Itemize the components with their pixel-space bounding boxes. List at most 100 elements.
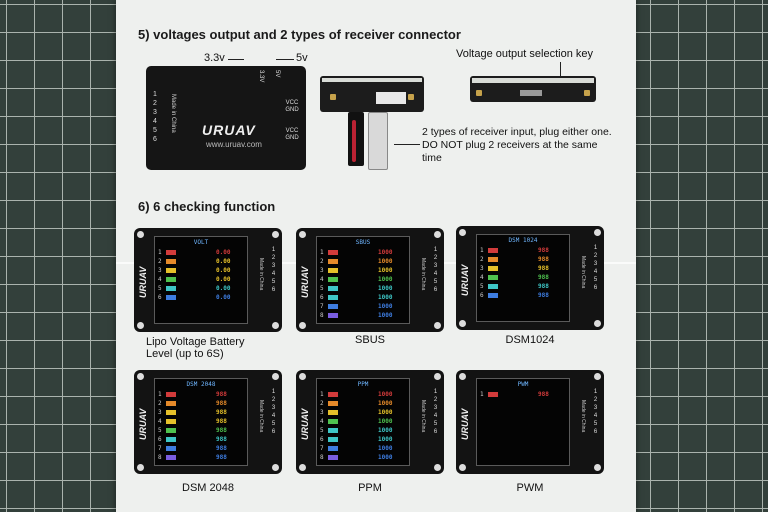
channel-number: 1 [158, 391, 162, 398]
channel-value: 988 [538, 283, 549, 290]
channel-bar [166, 401, 176, 406]
channel-number: 1 [320, 391, 324, 398]
channel-bar [488, 266, 498, 271]
mount-hole [459, 320, 466, 327]
channel-bar [328, 410, 338, 415]
channel-bar [328, 304, 338, 309]
channel-value: 1000 [378, 267, 393, 274]
screen-mode-title: SBUS [355, 239, 371, 246]
mount-hole [137, 322, 144, 329]
channel-value: 988 [538, 391, 549, 398]
mount-hole [434, 464, 441, 471]
mount-hole [434, 231, 441, 238]
channel-bar [328, 295, 338, 300]
channel-number: 2 [158, 400, 162, 407]
channel-number: 2 [158, 258, 162, 265]
channel-number: 2 [320, 258, 324, 265]
channel-number: 8 [320, 454, 324, 461]
channel-number: 6 [158, 436, 162, 443]
label-5v: 5v [296, 52, 308, 64]
channel-bar [488, 293, 498, 298]
screen-mode-title: VOLT [193, 239, 209, 246]
channel-number: 3 [320, 409, 324, 416]
device-brand-logo: URUAV [202, 122, 256, 138]
channel-bar [328, 428, 338, 433]
device-signal-b-label: VCC GND [285, 128, 299, 141]
channel-number: 5 [480, 283, 484, 290]
channel-bar [328, 250, 338, 255]
channel-value: 1000 [378, 436, 393, 443]
channel-bar [488, 248, 498, 253]
channel-bar [328, 268, 338, 273]
channel-bar [166, 428, 176, 433]
checker-caption: DSM1024 [505, 334, 555, 346]
mount-hole [594, 373, 601, 380]
device-volt-a-label: 3.3V [258, 70, 264, 83]
checker-caption: Lipo Voltage Battery Level (up to 6S) [146, 336, 245, 360]
channel-number: 5 [320, 427, 324, 434]
channel-number: 1 [158, 249, 162, 256]
channel-bar [166, 295, 176, 300]
mount-hole [272, 464, 279, 471]
channel-value: 988 [216, 418, 227, 425]
label-3-3v: 3.3v [204, 52, 225, 64]
channel-value: 1000 [378, 409, 393, 416]
screen-mode-title: DSM 1024 [508, 237, 538, 244]
channel-bar [166, 446, 176, 451]
checker-brand-logo: URUAV [300, 408, 310, 440]
channel-value: 988 [538, 256, 549, 263]
mount-hole [299, 464, 306, 471]
voltage-key-label: Voltage output selection key [456, 48, 593, 60]
channel-bar [328, 392, 338, 397]
channel-value: 0.00 [216, 258, 231, 265]
channel-number: 8 [320, 312, 324, 319]
mount-hole [272, 231, 279, 238]
mount-hole [594, 464, 601, 471]
arrow-3-3v [228, 59, 244, 60]
channel-bar [488, 284, 498, 289]
channel-bar [166, 286, 176, 291]
channel-bar [488, 392, 498, 397]
channel-bar [166, 259, 176, 264]
channel-bar [166, 437, 176, 442]
mount-hole [459, 373, 466, 380]
mount-hole [459, 464, 466, 471]
channel-number: 3 [158, 267, 162, 274]
checker-made-in-label: Made in China [258, 258, 264, 291]
channel-number: 3 [480, 265, 484, 272]
channel-number: 8 [158, 454, 162, 461]
channel-bar [166, 392, 176, 397]
channel-value: 988 [538, 274, 549, 281]
mount-hole [594, 229, 601, 236]
mount-hole [137, 464, 144, 471]
checker-brand-logo: URUAV [460, 264, 470, 296]
channel-bar [328, 401, 338, 406]
channel-bar [166, 250, 176, 255]
channel-bar [328, 437, 338, 442]
device-made-in-label: Made in China [170, 94, 176, 133]
channel-value: 0.00 [216, 285, 231, 292]
channel-bar [166, 455, 176, 460]
channel-number: 6 [480, 292, 484, 299]
channel-number: 4 [320, 276, 324, 283]
receiver-arrow [394, 144, 420, 145]
channel-number: 7 [158, 445, 162, 452]
device-url: www.uruav.com [206, 140, 262, 149]
mount-hole [299, 322, 306, 329]
mount-hole [594, 320, 601, 327]
channel-bar [488, 275, 498, 280]
channel-value: 988 [216, 436, 227, 443]
checker-brand-logo: URUAV [138, 266, 148, 298]
channel-value: 1000 [378, 454, 393, 461]
channel-value: 0.00 [216, 276, 231, 283]
